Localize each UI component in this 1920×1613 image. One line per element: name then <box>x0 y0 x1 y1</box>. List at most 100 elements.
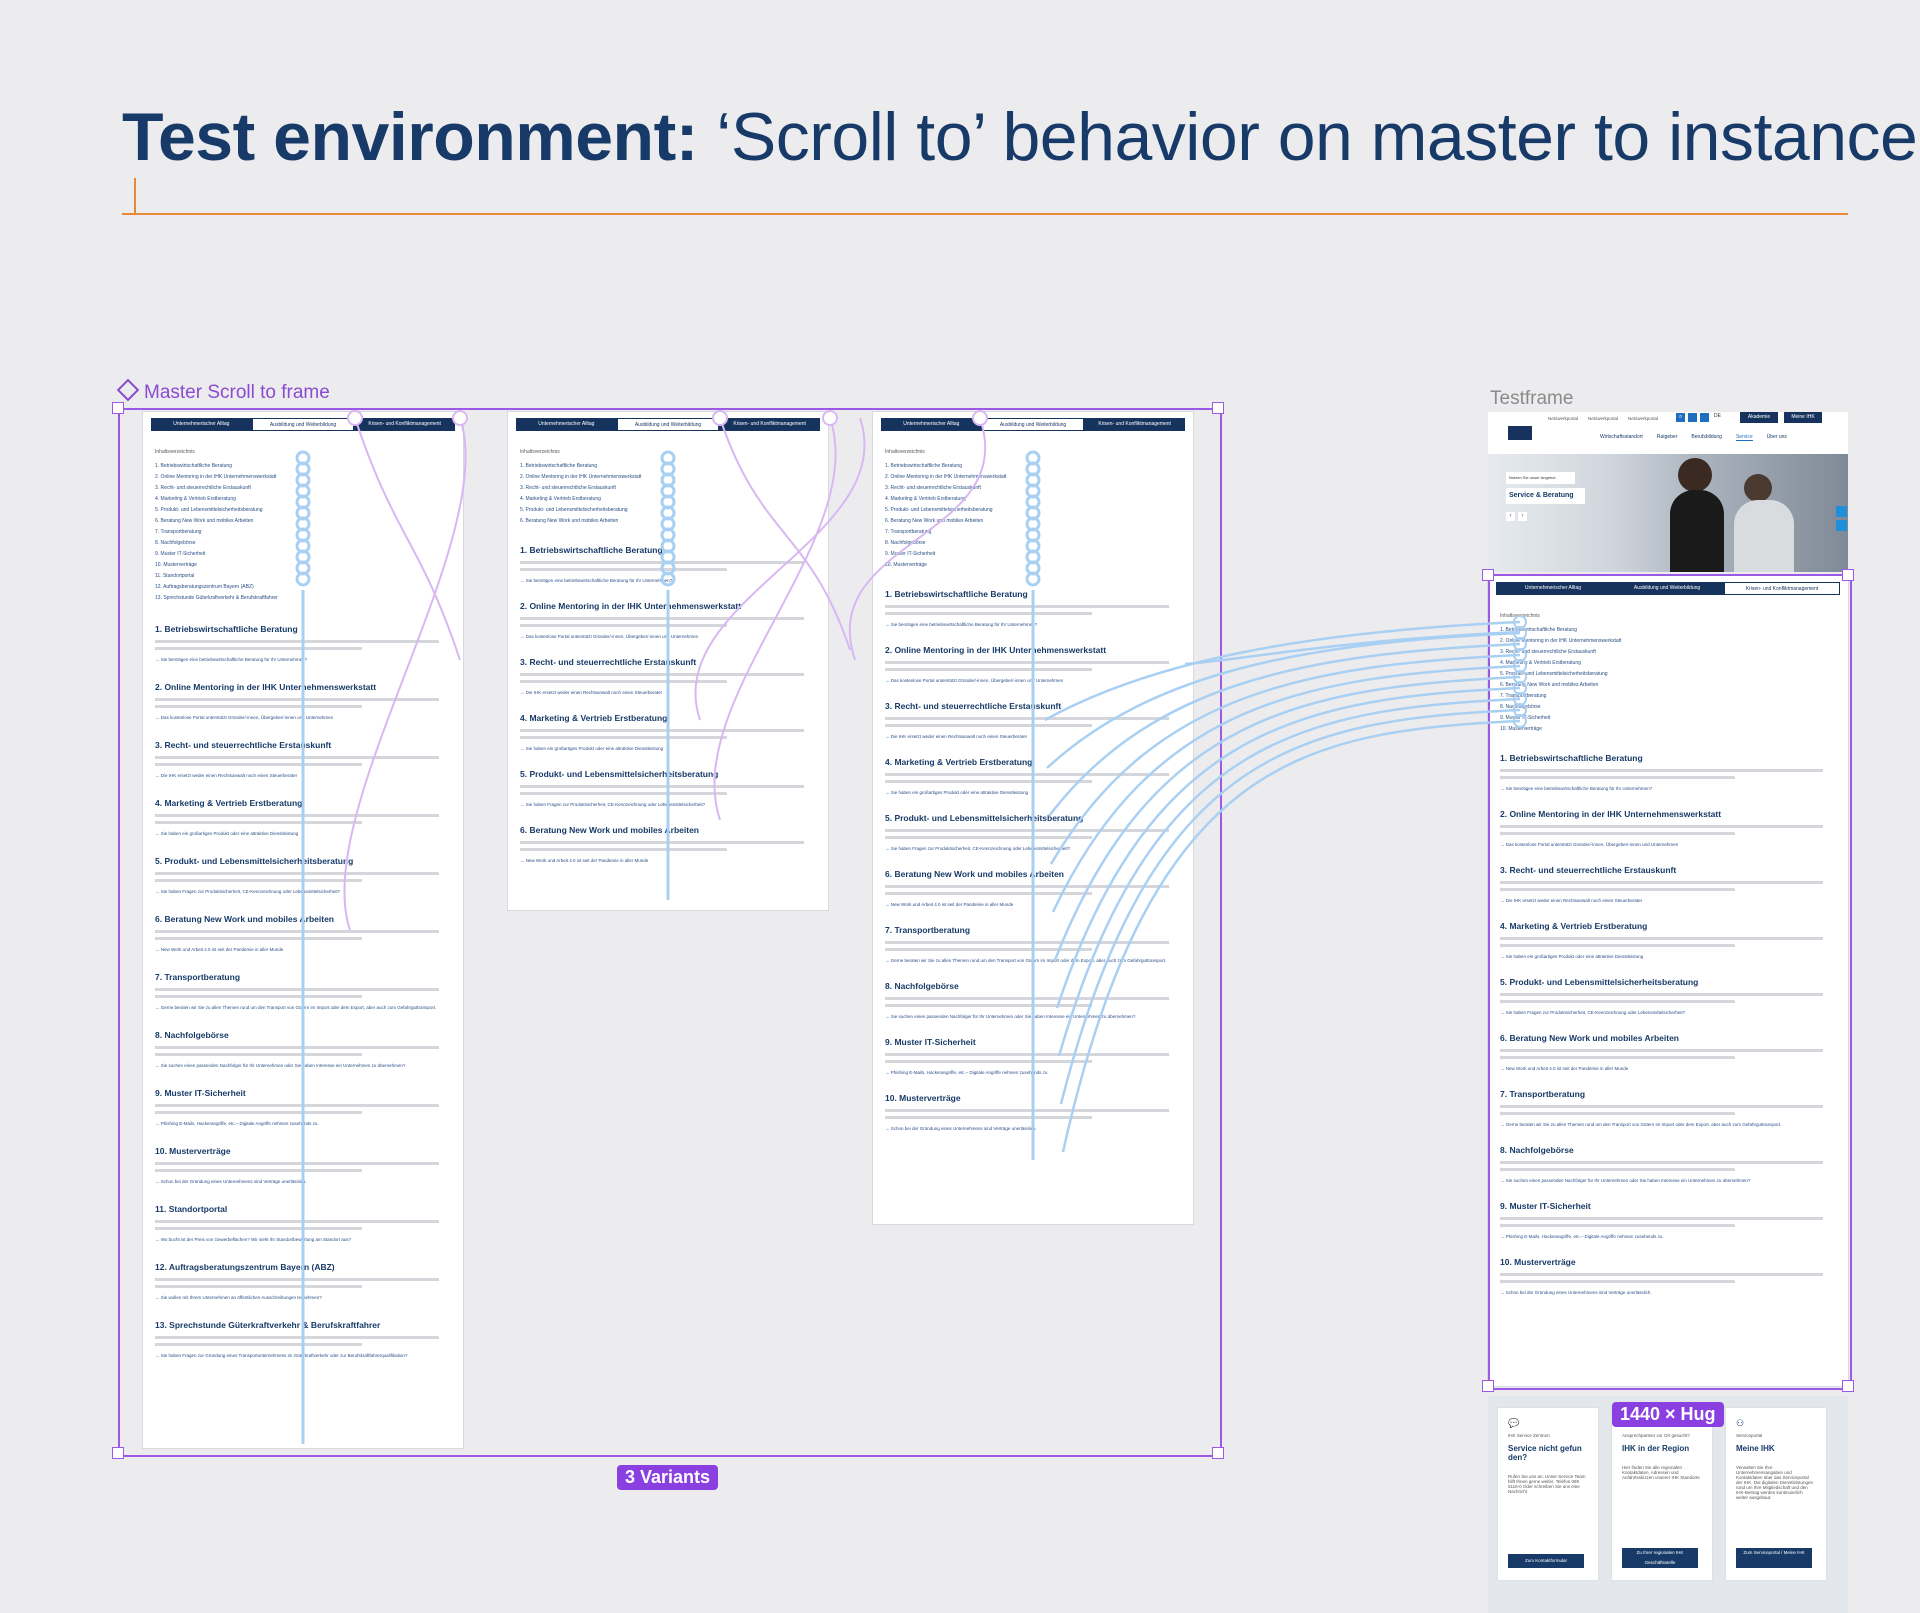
tab[interactable]: Unternehmerischer Alltag <box>881 418 982 431</box>
section-link[interactable]: → Wo bucht ist der Preis von Gewerbefläc… <box>155 1237 352 1242</box>
section-link[interactable]: → Gerne beraten wir Sie zu allen Themen … <box>885 958 1167 963</box>
chat-icon[interactable] <box>1700 413 1709 422</box>
tab[interactable]: Unternehmerischer Alltag <box>151 418 252 431</box>
section-link[interactable]: → New Work und Arbeit 4.0 ist seit der P… <box>520 858 649 863</box>
toc-link[interactable]: 5. Produkt- und Lebensmittelsicherheitsb… <box>155 507 263 513</box>
toc-link[interactable]: 2. Online Mentoring in der IHK Unternehm… <box>155 474 277 480</box>
testframe-selection[interactable] <box>1488 574 1852 1390</box>
toc-link[interactable]: 6. Beratung New Work und mobiles Arbeite… <box>885 518 984 524</box>
master-frame-label[interactable]: Master Scroll to frame <box>116 378 330 404</box>
section-link[interactable]: → Sie wollen mit Ihrem Unternehmen an öf… <box>155 1295 322 1300</box>
resize-handle-tr[interactable] <box>1212 402 1224 414</box>
tab[interactable]: Ausbildung und Weiterbildung <box>1610 582 1724 595</box>
toc-link[interactable]: 6. Beratung New Work und mobiles Arbeite… <box>520 518 619 524</box>
toc-link[interactable]: 4. Marketing & Vertrieb Erstberatung <box>155 496 236 502</box>
toc-link[interactable]: 1. Betriebswirtschaftliche Beratung <box>155 463 232 469</box>
tab[interactable]: Krisen- und Konfliktmanagement <box>354 418 456 431</box>
toc-link[interactable]: 3. Recht- und steuerrechtliche Erstausku… <box>1500 649 1596 655</box>
toc-link[interactable]: 7. Transportberatung <box>1500 693 1547 699</box>
toc-link[interactable]: 1. Betriebswirtschaftliche Beratung <box>1500 627 1577 633</box>
toc-link[interactable]: 1. Betriebswirtschaftliche Beratung <box>520 463 597 469</box>
section-link[interactable]: → Das kostenlose Portal unterstützt Grün… <box>520 634 699 639</box>
section-link[interactable]: → Phishing E-Mails, Hackerangriffe, etc.… <box>1500 1234 1664 1239</box>
tab[interactable]: Krisen- und Konfliktmanagement <box>1084 418 1186 431</box>
section-link[interactable]: → Gerne beraten wir Sie zu allen Themen … <box>155 1005 437 1010</box>
language-select[interactable]: DE <box>1714 413 1721 419</box>
toc-link[interactable]: 4. Marketing & Vertrieb Erstberatung <box>520 496 601 502</box>
section-link[interactable]: → Die IHK ersetzt weder einen Rechtsanwa… <box>1500 898 1643 903</box>
toc-link[interactable]: 8. Nachfolgebörse <box>1500 704 1541 710</box>
section-link[interactable]: → Sie haben Fragen zur Produktsicherheit… <box>1500 1010 1686 1015</box>
section-link[interactable]: → Phishing E-Mails, Hackerangriffe, etc.… <box>885 1070 1049 1075</box>
topnav-item[interactable]: Netzwerkportal <box>1628 416 1659 421</box>
section-link[interactable]: → Sie haben ein großartiges Produkt oder… <box>885 790 1029 795</box>
section-link[interactable]: → Sie benötigen eine betriebswirtschaftl… <box>155 657 308 662</box>
section-link[interactable]: → Die IHK ersetzt weder einen Rechtsanwa… <box>520 690 663 695</box>
mainnav-item[interactable]: Berufsbildung <box>1691 434 1722 440</box>
topnav-item[interactable]: Netzwerkportal <box>1588 416 1619 421</box>
ihk-logo[interactable] <box>1508 426 1532 440</box>
resize-handle-bl[interactable] <box>1482 1380 1494 1392</box>
toc-link[interactable]: 8. Nachfolgebörse <box>885 540 926 546</box>
mainnav-item[interactable]: Wirtschaftsstandort <box>1600 434 1643 440</box>
toc-link[interactable]: 4. Marketing & Vertrieb Erstberatung <box>885 496 966 502</box>
toc-link[interactable]: 13. Sprechstunde Güterkraftverkehr & Ber… <box>155 595 278 601</box>
toc-link[interactable]: 3. Recht- und steuerrechtliche Erstausku… <box>155 485 251 491</box>
resize-handle-tr[interactable] <box>1842 569 1854 581</box>
toc-link[interactable]: 9. Muster IT-Sicherheit <box>155 551 206 557</box>
resize-handle-tl[interactable] <box>1482 569 1494 581</box>
section-link[interactable]: → Sie suchen einen passenden Nachfolger … <box>1500 1178 1751 1183</box>
toc-link[interactable]: 2. Online Mentoring in der IHK Unternehm… <box>1500 638 1622 644</box>
mainnav-item[interactable]: Ratgeber <box>1656 434 1678 440</box>
section-link[interactable]: → Die IHK ersetzt weder einen Rechtsanwa… <box>885 734 1028 739</box>
section-link[interactable]: → Phishing E-Mails, Hackerangriffe, etc.… <box>155 1121 319 1126</box>
toc-link[interactable]: 5. Produkt- und Lebensmittelsicherheitsb… <box>520 507 628 513</box>
mainnav-item[interactable]: Über uns <box>1766 434 1787 440</box>
section-link[interactable]: → Sie haben ein großartiges Produkt oder… <box>520 746 664 751</box>
toc-link[interactable]: 6. Beratung New Work und mobiles Arbeite… <box>155 518 254 524</box>
section-link[interactable]: → Sie benötigen eine betriebswirtschaftl… <box>1500 786 1653 791</box>
section-link[interactable]: → Sie haben ein großartiges Produkt oder… <box>1500 954 1644 959</box>
toc-link[interactable]: 4. Marketing & Vertrieb Erstberatung <box>1500 660 1581 666</box>
card-button[interactable]: Zum Serviceportal / Meine IHK <box>1736 1548 1812 1568</box>
toc-link[interactable]: 7. Transportberatung <box>885 529 932 535</box>
toc-link[interactable]: 8. Nachfolgebörse <box>155 540 196 546</box>
mainnav-item-active[interactable]: Service <box>1735 434 1753 441</box>
prev-arrow-icon[interactable]: ‹ <box>1506 512 1515 521</box>
toc-link[interactable]: 3. Recht- und steuerrechtliche Erstausku… <box>520 485 616 491</box>
resize-handle-br[interactable] <box>1212 1447 1224 1459</box>
section-link[interactable]: → Sie suchen einen passenden Nachfolger … <box>885 1014 1136 1019</box>
toc-link[interactable]: 3. Recht- und steuerrechtliche Erstausku… <box>885 485 981 491</box>
section-link[interactable]: → Sie haben ein großartiges Produkt oder… <box>155 831 299 836</box>
calendar-icon[interactable] <box>1688 413 1697 422</box>
toc-link[interactable]: 11. Standortportal <box>155 573 195 579</box>
section-link[interactable]: → Das kostenlose Portal unterstützt Grün… <box>1500 842 1679 847</box>
toc-link[interactable]: 5. Produkt- und Lebensmittelsicherheitsb… <box>885 507 993 513</box>
master-frame-selection[interactable] <box>118 408 1222 1457</box>
section-link[interactable]: → New Work und Arbeit 4.0 ist seit der P… <box>1500 1066 1629 1071</box>
toc-link[interactable]: 12. Auftragsberatungszentrum Bayern (ABZ… <box>155 584 254 590</box>
section-link[interactable]: → Gerne beraten wir Sie zu allen Themen … <box>1500 1122 1782 1127</box>
next-arrow-icon[interactable]: › <box>1518 512 1527 521</box>
section-link[interactable]: → Schon bei der Gründung eines Unternehm… <box>1500 1290 1652 1295</box>
resize-handle-br[interactable] <box>1842 1380 1854 1392</box>
tab[interactable]: Unternehmerischer Alltag <box>516 418 617 431</box>
tab[interactable]: Unternehmerischer Alltag <box>1496 582 1610 595</box>
testframe-label[interactable]: Testframe <box>1490 388 1574 409</box>
toc-link[interactable]: 9. Muster IT-Sicherheit <box>885 551 936 557</box>
section-link[interactable]: → Das kostenlose Portal unterstützt Grün… <box>885 678 1064 683</box>
service-card[interactable]: ⌖ Ansprechpartner vor Ort gesucht? IHK i… <box>1612 1408 1712 1580</box>
section-link[interactable]: → Sie haben Fragen zur Produktsicherheit… <box>155 889 341 894</box>
section-link[interactable]: → New Work und Arbeit 4.0 ist seit der P… <box>155 947 284 952</box>
toc-link[interactable]: 7. Transportberatung <box>155 529 202 535</box>
resize-handle-tl[interactable] <box>112 402 124 414</box>
toc-link[interactable]: 1. Betriebswirtschaftliche Beratung <box>885 463 962 469</box>
tab[interactable]: Ausbildung und Weiterbildung <box>251 418 355 431</box>
toc-link[interactable]: 2. Online Mentoring in der IHK Unternehm… <box>885 474 1007 480</box>
service-card[interactable]: 💬 IHK Service Zentrum Service nicht gefu… <box>1498 1408 1598 1580</box>
accessibility-icon[interactable] <box>1836 506 1847 517</box>
section-link[interactable]: → Das kostenlose Portal unterstützt Grün… <box>155 715 334 720</box>
section-link[interactable]: → New Work und Arbeit 4.0 ist seit der P… <box>885 902 1014 907</box>
resize-handle-bl[interactable] <box>112 1447 124 1459</box>
meine-ihk-button[interactable]: Meine IHK <box>1784 412 1822 423</box>
